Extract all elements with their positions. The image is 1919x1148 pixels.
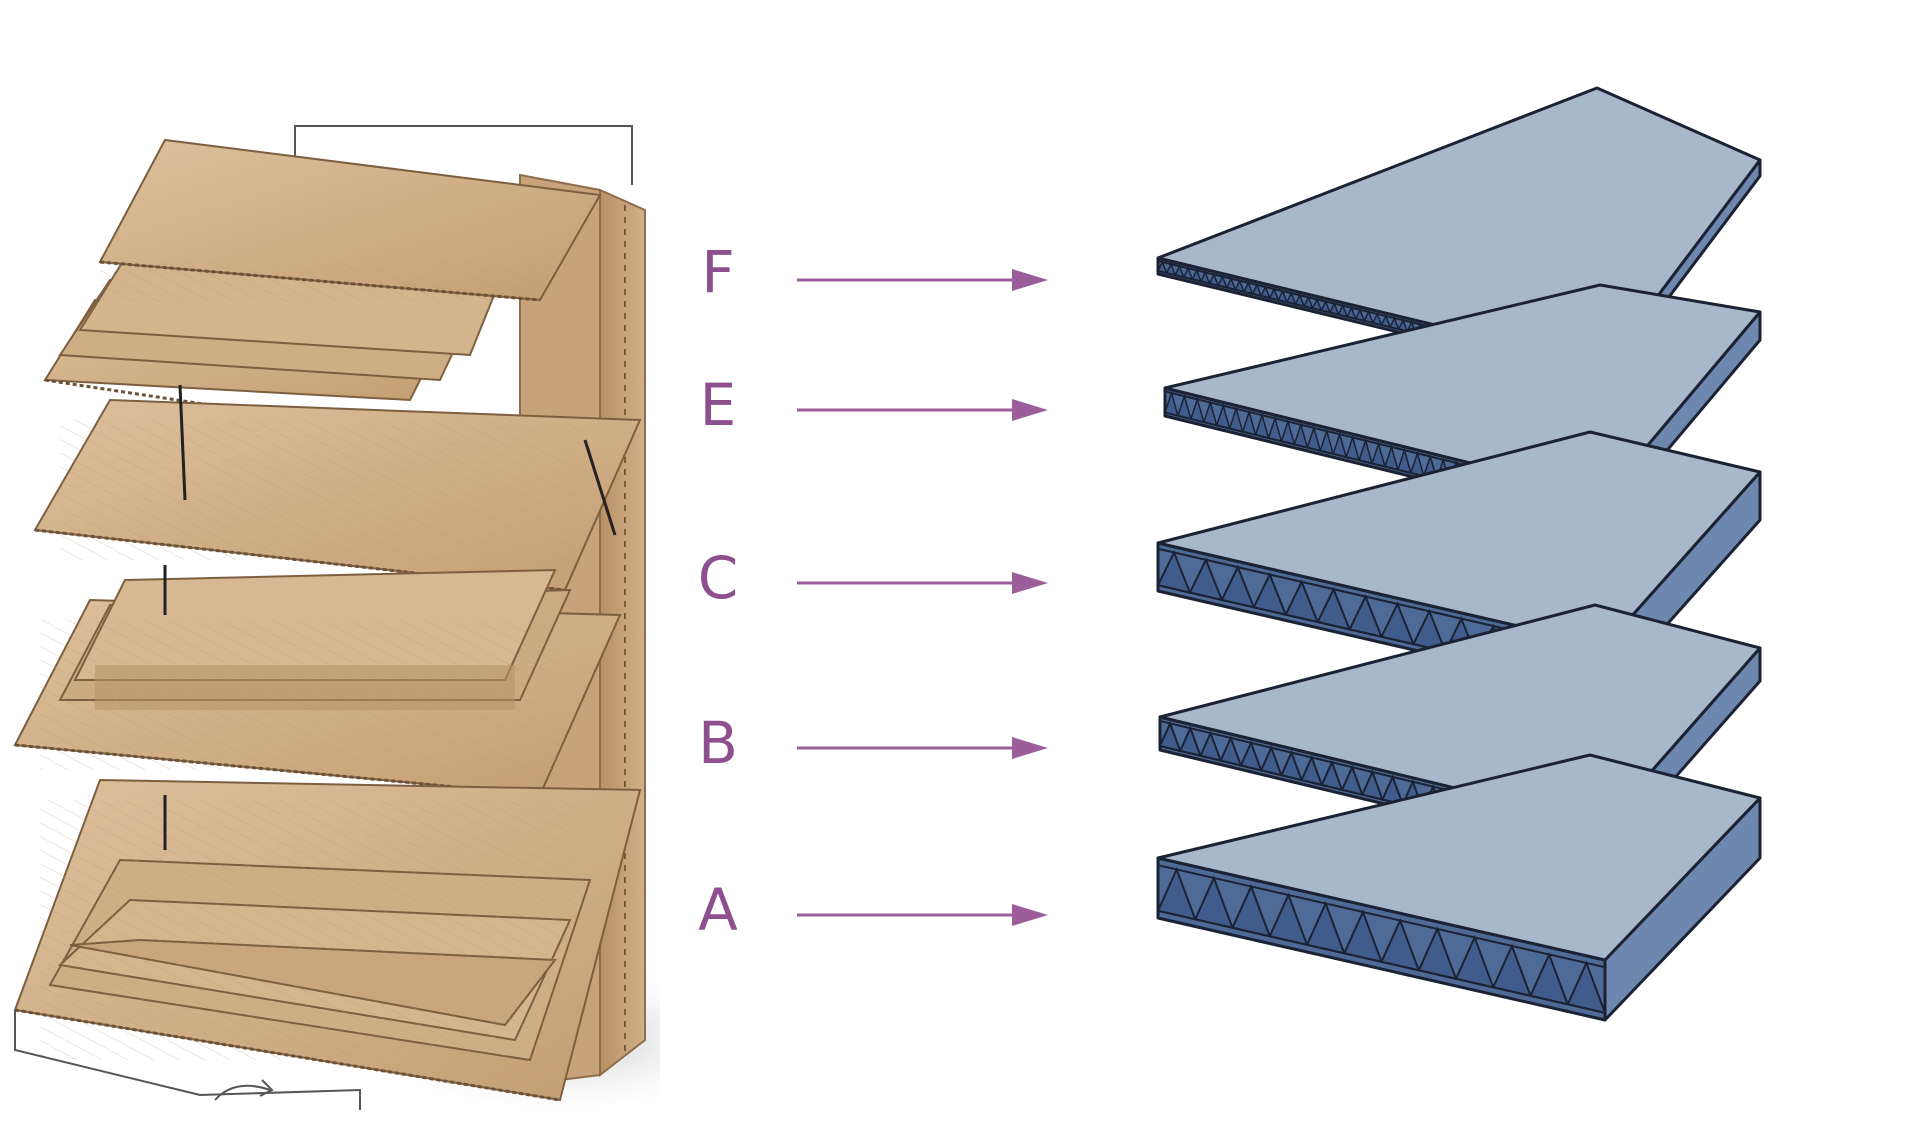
flute-label-b: B [698, 709, 738, 777]
flute-label-c: C [697, 544, 739, 612]
cardboard-shelf-1 [43, 138, 602, 457]
right-arrow-icon-e [797, 399, 1048, 421]
flute-label-a: A [698, 876, 738, 944]
corrugated-cardboard-stack-photo [13, 125, 660, 1120]
cardboard-shelf-2 [33, 384, 642, 592]
board-layer-a [1156, 753, 1762, 1022]
right-arrow-icon-a [797, 904, 1048, 926]
cardboard-shelf-3 [13, 565, 622, 797]
right-arrow-icon-c [797, 572, 1048, 594]
cardboard-shelf-4 [13, 778, 642, 1102]
flute-label-e: E [699, 371, 737, 439]
right-arrow-icon-f [797, 269, 1048, 291]
flute-label-f: F [701, 238, 735, 306]
right-arrow-icon-b [797, 737, 1048, 759]
